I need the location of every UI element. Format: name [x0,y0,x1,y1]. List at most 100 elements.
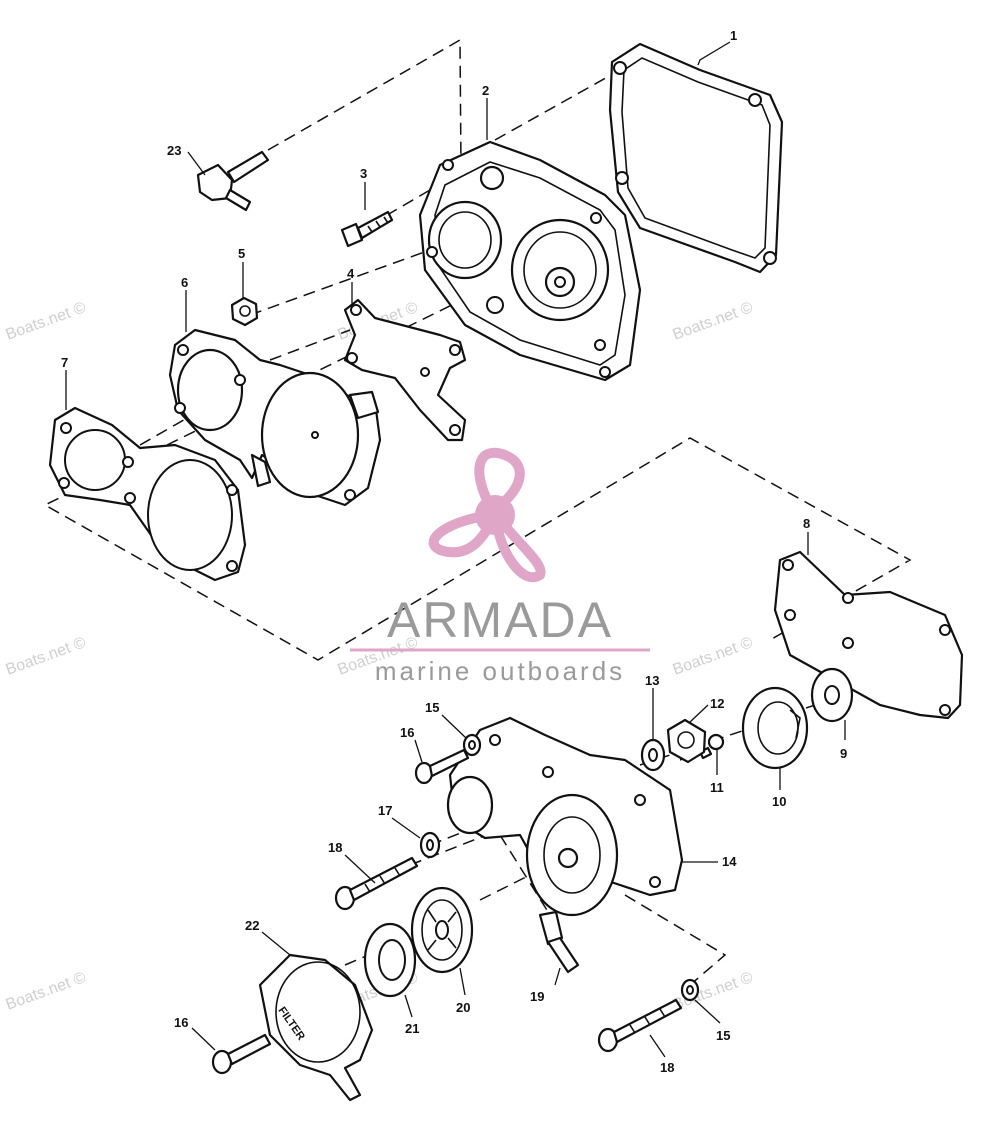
callout-14: 14 [722,854,737,869]
leader-1 [697,41,731,66]
callout-12: 12 [710,696,724,711]
gasket-hole [58,477,70,489]
gasket-hole [122,456,134,468]
filter-cup-body [258,953,374,1102]
part-15-lock-washer [462,733,482,757]
callout-23: 23 [167,143,181,158]
callout-4: 4 [347,266,355,281]
screw-head [707,733,725,751]
leader-15 [441,714,467,739]
valve-body [666,718,707,764]
brand-logo: ARMADA marine outboards [350,447,650,686]
diaphragm-gasket-hole [782,559,794,571]
callout-1: 1 [730,28,737,43]
cover-hole [486,296,504,314]
callout-15b: 15 [716,1028,730,1043]
callout-6: 6 [181,275,188,290]
gasket-hole [748,93,762,107]
leader-20 [459,967,466,996]
elbow-barb [224,188,252,212]
line-gasket-to-cover [494,69,621,141]
pump-body-hole [489,734,501,746]
brand-subtitle: marine outboards [375,656,625,686]
part-8-diaphragm-gasket [773,550,964,720]
gasket-hole [60,422,72,434]
diaphragm-gasket-outline [773,550,964,720]
chamber-cover-hole [344,489,356,501]
part-19-fitting [538,910,580,974]
diaphragm-gasket-hole [939,624,951,636]
bracket-hole [449,344,461,356]
callout-20: 20 [456,1000,470,1015]
bracket-hole [420,367,430,377]
part-3-bolt [340,210,394,248]
callout-18b: 18 [660,1060,674,1075]
cover-port [479,165,505,191]
part-7-gasket [48,406,247,582]
part-18-bolt [334,856,419,911]
gasket-outline [608,42,784,274]
watermark-text: Boats.net © [4,634,89,679]
bracket-hole [350,304,362,316]
part-15-lock-washer-lower [680,978,700,1002]
cover-hole [594,339,606,351]
brand-title: ARMADA [387,592,613,648]
cover-center-hole [554,276,566,288]
callout-5: 5 [238,246,245,261]
callout-leaders [65,41,846,1058]
line-bolt18b-to-body [624,894,727,986]
callout-17: 17 [378,803,392,818]
leader-17 [391,817,421,839]
screw-shank [428,748,470,778]
bolt-thread [629,1008,666,1034]
leader-16b [191,1027,216,1051]
callout-19: 19 [530,989,544,1004]
part-6-chamber-cover [168,328,382,507]
diaphragm-gasket-hole [842,637,854,649]
cover-hole [599,366,611,378]
callout-7: 7 [61,355,68,370]
line-nut-to-bracket [249,249,431,316]
gasket-hole [124,492,136,504]
leader-12 [689,704,709,723]
chamber-cover-hole [174,402,186,414]
leader-15b [694,999,721,1024]
diaphragm-clip [789,709,801,739]
leader-18b [649,1034,666,1058]
cover-chamber-right-inner [523,231,597,309]
part-14-pump-body [446,716,684,917]
gasket-hole [763,251,777,265]
leader-22 [261,931,291,956]
chamber-cover-center [311,431,319,439]
callout-10: 10 [772,794,786,809]
cover-chamber-left-inner [438,211,492,269]
callout-22: 22 [245,918,259,933]
part-21-filter-screen [363,922,417,998]
bracket-body [343,298,467,442]
fitting-hex [538,910,564,946]
gasket-hole [615,171,629,185]
washer-bore [648,748,658,762]
part-9-seal [810,667,854,723]
chamber-cover-hole [234,374,246,386]
bolt-thread [367,216,389,233]
watermark-text: Boats.net © [4,969,89,1014]
gasket-right-opening [147,459,233,571]
valve-port [677,731,695,749]
callout-18: 18 [328,840,342,855]
filter-plate-ring [421,899,463,961]
lock-washer-bore [468,740,476,750]
nut-hex [230,296,259,327]
part-1-gasket [608,42,784,274]
propeller-hub-icon [475,495,515,535]
lock-washer-bore [686,985,694,995]
filter-screen-bore [378,939,406,981]
filter-cup-rim [275,961,361,1063]
cover-hole [590,212,602,224]
part-16-screw-lower [211,1033,272,1075]
leader-21 [404,994,413,1018]
gasket-hole [226,560,238,572]
pump-body-hole [634,794,646,806]
part-23-elbow-fitting [196,150,270,212]
cover-chamber-left [427,200,503,280]
